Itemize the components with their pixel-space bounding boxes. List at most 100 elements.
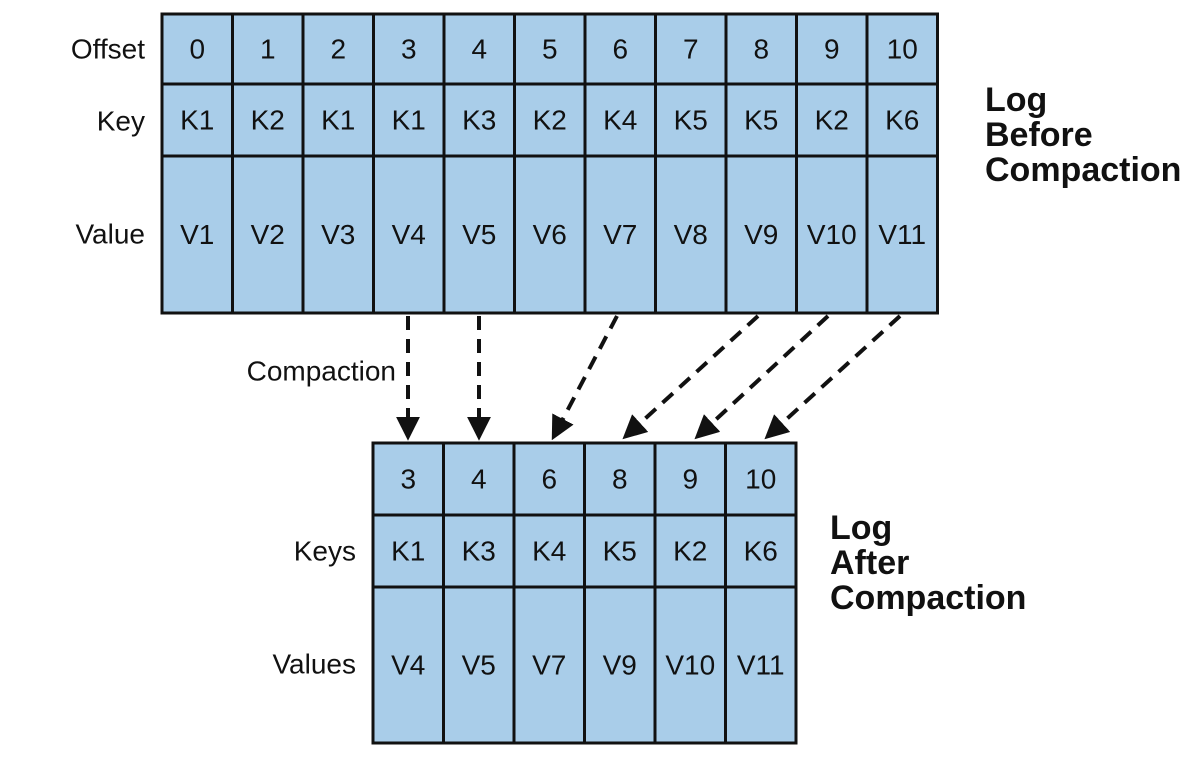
before-offset-cell <box>513 12 587 86</box>
after-value-cell <box>724 585 798 745</box>
before-value-text: V11 <box>878 219 926 250</box>
before-offset-text: 7 <box>683 34 699 65</box>
after-value-text: V10 <box>665 650 715 681</box>
offset-row-label: Offset <box>71 34 145 65</box>
before-offset-text: 4 <box>471 34 487 65</box>
after-offset-text: 3 <box>400 464 416 495</box>
after-title-line-3: Compaction <box>830 579 1026 617</box>
before-offset-text: 0 <box>189 34 205 65</box>
before-value-cell <box>583 154 657 315</box>
before-key-text: K1 <box>321 105 355 136</box>
after-value-text: V4 <box>391 650 425 681</box>
before-value-text: V3 <box>321 219 355 250</box>
before-value-text: V1 <box>180 219 214 250</box>
before-key-cell <box>654 82 728 158</box>
before-offset-text: 5 <box>542 34 558 65</box>
before-value-cell <box>442 154 516 315</box>
after-key-text: K6 <box>744 536 778 567</box>
after-value-text: V7 <box>532 650 566 681</box>
before-key-text: K6 <box>885 105 919 136</box>
after-value-cell <box>371 585 445 745</box>
before-key-text: K2 <box>251 105 285 136</box>
after-value-cell <box>512 585 586 745</box>
compaction-label: Compaction <box>247 356 396 387</box>
before-key-text: K4 <box>603 105 637 136</box>
before-value-text: V6 <box>533 219 567 250</box>
before-key-text: K3 <box>462 105 496 136</box>
before-value-text: V9 <box>744 219 778 250</box>
before-offset-text: 6 <box>612 34 628 65</box>
before-title-line-1: Log <box>985 81 1047 119</box>
before-offset-text: 10 <box>887 34 918 65</box>
after-value-text: V9 <box>603 650 637 681</box>
after-key-text: K3 <box>462 536 496 567</box>
log-after-title: Log After Compaction <box>830 509 1026 617</box>
before-offset-cell <box>795 12 869 86</box>
after-offset-cell <box>442 441 516 517</box>
before-key-cell <box>865 82 939 158</box>
after-key-text: K1 <box>391 536 425 567</box>
before-offset-cell <box>865 12 939 86</box>
before-value-cell <box>865 154 939 315</box>
after-value-text: V11 <box>737 650 785 681</box>
before-key-text: K1 <box>180 105 214 136</box>
before-title-line-3: Compaction <box>985 151 1181 189</box>
before-value-text: V2 <box>251 219 285 250</box>
after-key-cell <box>442 513 516 589</box>
after-offset-cell <box>724 441 798 517</box>
before-key-cell <box>442 82 516 158</box>
before-value-cell <box>724 154 798 315</box>
after-value-cell <box>653 585 727 745</box>
compaction-arrow <box>694 314 830 440</box>
before-value-cell <box>513 154 587 315</box>
after-key-text: K4 <box>532 536 566 567</box>
after-title-line-2: After <box>830 544 909 582</box>
after-value-cell <box>583 585 657 745</box>
after-value-text: V5 <box>462 650 496 681</box>
before-value-text: V7 <box>603 219 637 250</box>
after-key-text: K2 <box>673 536 707 567</box>
compaction-arrow <box>551 315 619 441</box>
after-offset-text: 6 <box>541 464 557 495</box>
after-offset-text: 8 <box>612 464 628 495</box>
before-offset-text: 8 <box>753 34 769 65</box>
before-value-cell <box>160 154 234 315</box>
before-value-text: V5 <box>462 219 496 250</box>
before-title-line-2: Before <box>985 116 1093 154</box>
after-offset-text: 9 <box>682 464 698 495</box>
values-row-label: Values <box>272 649 356 680</box>
log-before-title: Log Before Compaction <box>985 81 1181 189</box>
after-offset-text: 10 <box>745 464 776 495</box>
before-value-cell <box>301 154 375 315</box>
compaction-arrow <box>622 314 760 440</box>
before-offset-text: 1 <box>260 34 276 65</box>
keys-row-label: Keys <box>294 536 356 567</box>
value-row-label: Value <box>75 219 145 250</box>
before-key-text: K2 <box>815 105 849 136</box>
before-value-text: V4 <box>392 219 426 250</box>
before-key-cell <box>301 82 375 158</box>
key-row-label: Key <box>97 106 145 137</box>
before-offset-text: 3 <box>401 34 417 65</box>
after-offset-text: 4 <box>471 464 487 495</box>
after-title-line-1: Log <box>830 509 892 547</box>
before-key-text: K5 <box>744 105 778 136</box>
before-value-text: V10 <box>807 219 857 250</box>
before-offset-text: 9 <box>824 34 840 65</box>
after-key-text: K5 <box>603 536 637 567</box>
before-key-cell <box>795 82 869 158</box>
compaction-arrows <box>396 314 902 441</box>
compaction-arrow <box>764 314 902 440</box>
after-value-cell <box>442 585 516 745</box>
before-offset-cell <box>654 12 728 86</box>
before-key-cell <box>160 82 234 158</box>
before-key-text: K2 <box>533 105 567 136</box>
before-key-text: K1 <box>392 105 426 136</box>
after-key-cell <box>653 513 727 589</box>
before-key-cell <box>724 82 798 158</box>
before-value-text: V8 <box>674 219 708 250</box>
before-offset-text: 2 <box>330 34 346 65</box>
